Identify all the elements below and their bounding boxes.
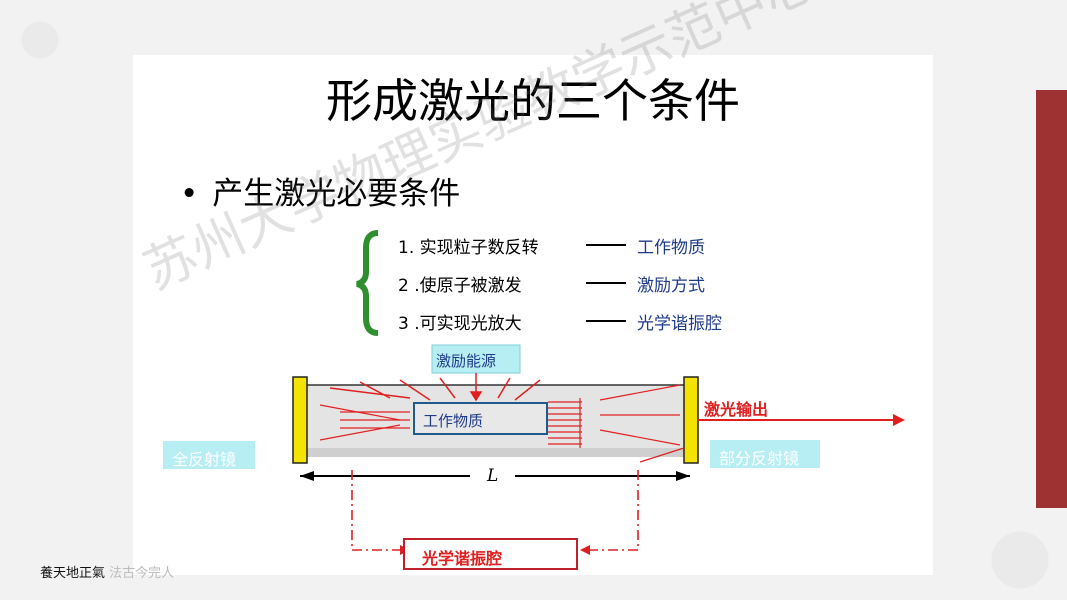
partial-mirror-box xyxy=(710,440,820,468)
pump-source-box xyxy=(431,344,521,374)
condition-2-dash xyxy=(586,282,626,284)
gain-medium-box xyxy=(413,402,548,435)
condition-2-left: 2 .使原子被激发 xyxy=(398,276,522,296)
condition-3-dash xyxy=(586,320,626,322)
internal-rays-right xyxy=(599,384,685,463)
condition-1-right: 工作物质 xyxy=(637,238,705,258)
pump-source-label: 激励能源 xyxy=(436,352,497,370)
internal-rays-left xyxy=(319,404,410,441)
laser-output-label: 激光输出 xyxy=(704,400,769,419)
bullet-dot: • xyxy=(180,176,199,212)
full-mirror-label: 全反射镜 xyxy=(172,450,237,469)
condition-2-right: 激励方式 xyxy=(637,276,705,296)
slide-canvas xyxy=(133,55,933,575)
tube-bottom-band xyxy=(305,448,685,457)
right-mirror xyxy=(683,376,699,464)
condition-1-dash xyxy=(586,244,626,246)
condition-3-right: 光学谐振腔 xyxy=(637,314,722,334)
gain-medium-label: 工作物质 xyxy=(423,412,484,430)
cavity-box xyxy=(403,538,578,570)
accent-bar xyxy=(1036,90,1067,508)
footer-motto-light: 法古今完人 xyxy=(109,566,175,581)
partial-mirror-label: 部分反射镜 xyxy=(719,449,800,468)
cavity-label: 光学谐振腔 xyxy=(422,549,503,568)
output-arrowhead xyxy=(893,414,905,426)
bullet-text: 产生激光必要条件 xyxy=(212,176,461,212)
pump-arrows xyxy=(329,373,541,402)
full-mirror-box xyxy=(163,441,255,469)
footer-motto-bold: 養天地正氣 xyxy=(40,566,106,581)
slide-title: 形成激光的三个条件 xyxy=(326,74,740,128)
cavity-feedback-lines xyxy=(351,470,639,551)
footer-motto: 養天地正氣 法古今完人 xyxy=(40,562,174,581)
condition-1-left: 1. 实现粒子数反转 xyxy=(398,238,539,258)
curly-brace xyxy=(356,230,379,336)
bullet-item: • 产生激光必要条件 xyxy=(180,168,460,213)
condition-3-left: 3 .可实现光放大 xyxy=(398,314,522,334)
left-mirror xyxy=(292,376,308,464)
internal-rays-amplified xyxy=(548,398,582,448)
length-label: L xyxy=(487,466,499,486)
